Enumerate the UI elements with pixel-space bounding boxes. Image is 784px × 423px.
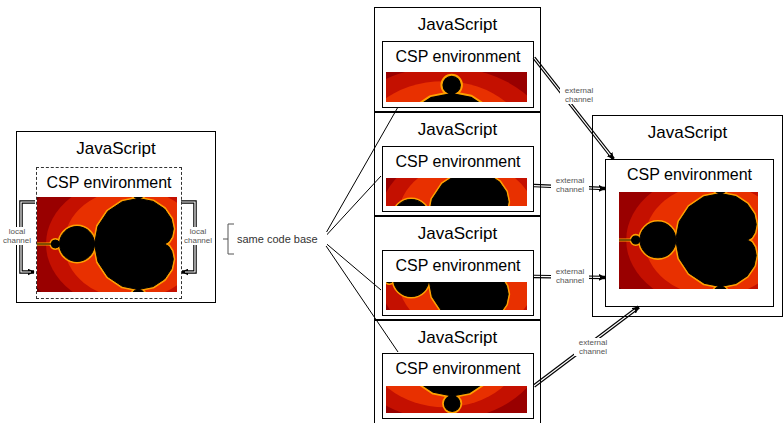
connector-line-inner <box>534 58 610 155</box>
javascript-box: JavaScriptCSP environment <box>374 112 541 216</box>
connector-line <box>534 307 639 386</box>
javascript-box: JavaScriptCSP environment <box>592 115 783 317</box>
bracket <box>223 224 234 254</box>
box-title: CSP environment <box>383 257 533 275</box>
annotation-label: same code base <box>237 232 327 246</box>
csp-environment-box: CSP environment <box>382 353 534 419</box>
javascript-box: JavaScriptCSP environment <box>374 320 541 423</box>
box-title: JavaScript <box>375 224 540 244</box>
csp-environment-box: CSP environment <box>382 250 534 316</box>
csp-environment-box: CSP environment <box>36 167 182 299</box>
connector-line-inner <box>534 310 635 386</box>
javascript-box: JavaScriptCSP environment <box>374 216 541 320</box>
box-title: JavaScript <box>17 139 215 159</box>
box-title: CSP environment <box>37 174 181 192</box>
csp-environment-box: CSP environment <box>382 41 534 108</box>
edge-label: external channel <box>574 338 612 356</box>
box-title: CSP environment <box>606 166 773 184</box>
javascript-box: JavaScriptCSP environment <box>374 7 541 112</box>
connector-line <box>534 58 613 159</box>
channel-label: local channel <box>183 227 213 245</box>
channel-label: local channel <box>2 227 32 245</box>
fractal-image <box>0 0 437 423</box>
javascript-box: JavaScriptCSP environment <box>16 131 216 303</box>
box-title: JavaScript <box>375 15 540 35</box>
external-channel-arrow <box>534 58 613 159</box>
edge-label: external channel <box>551 267 589 285</box>
csp-environment-box: CSP environment <box>382 146 534 212</box>
edge-label: external channel <box>551 176 589 194</box>
box-title: JavaScript <box>375 120 540 140</box>
edge-label: external channel <box>560 86 598 104</box>
external-channel-arrow <box>534 307 639 386</box>
box-title: CSP environment <box>383 153 533 171</box>
box-title: CSP environment <box>383 360 533 378</box>
box-title: JavaScript <box>375 328 540 348</box>
box-title: CSP environment <box>383 48 533 66</box>
box-title: JavaScript <box>593 123 782 143</box>
csp-environment-box: CSP environment <box>605 159 774 307</box>
